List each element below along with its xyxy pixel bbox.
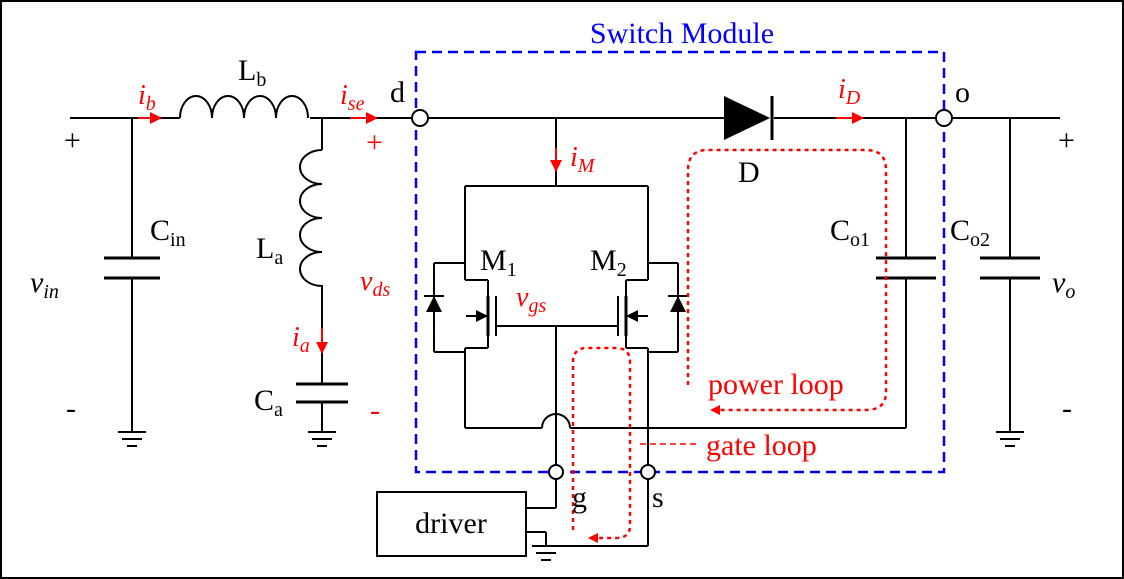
vds-plus-sign: + [366, 126, 383, 159]
terminals [411, 109, 953, 480]
gate-loop-label: gate loop [706, 429, 817, 462]
power-loop-path [686, 148, 888, 415]
mosfet-m1 [424, 262, 556, 353]
ground-co2 [996, 431, 1024, 447]
vds-minus-sign: - [370, 394, 380, 427]
lb-label: Lb [238, 54, 266, 91]
capacitor-cin [104, 256, 160, 280]
inductor-la [299, 149, 323, 300]
vds-label: vds [360, 266, 390, 301]
switch-module-border [414, 50, 946, 474]
ia-label: ia [292, 322, 310, 357]
diode-label: D [738, 156, 760, 189]
id-label: iD [838, 74, 861, 109]
vin-minus-sign: - [66, 392, 76, 425]
vgs-label: vgs [516, 282, 546, 317]
vo-plus-sign: + [1058, 124, 1075, 157]
node-o-terminal [935, 109, 953, 127]
ib-label: ib [138, 80, 156, 115]
ise-label: ise [340, 80, 365, 115]
ground-ca [308, 431, 336, 447]
gate-loop-path [571, 346, 632, 543]
m1-label: M1 [480, 244, 517, 281]
la-label: La [256, 232, 283, 269]
vin-label: vin [30, 266, 59, 303]
node-g-terminal [548, 464, 564, 480]
vo-minus-sign: - [1062, 392, 1072, 425]
ground-driver [532, 545, 560, 561]
node-g-label: g [572, 481, 587, 514]
capacitor-ca [296, 382, 348, 404]
inductor-lb [179, 95, 309, 119]
mosfet-m2 [556, 262, 688, 353]
ca-label: Ca [254, 384, 283, 421]
node-s-label: s [652, 481, 664, 514]
im-label: iM [570, 142, 596, 177]
diode-d [724, 96, 774, 140]
node-d-label: d [390, 76, 405, 109]
node-d-terminal [411, 109, 429, 127]
driver-box [376, 491, 527, 557]
wires [70, 117, 1060, 547]
node-o-label: o [955, 76, 970, 109]
capacitor-co2 [980, 256, 1040, 280]
co2-label: Co2 [950, 214, 990, 251]
power-loop-label: power loop [708, 368, 844, 401]
node-s-terminal [640, 464, 656, 480]
cin-label: Cin [150, 214, 186, 251]
m2-label: M2 [590, 244, 627, 281]
ground-cin [118, 431, 146, 447]
switch-module-label: Switch Module [590, 17, 774, 50]
vin-plus-sign: + [64, 124, 81, 157]
co1-label: Co1 [830, 214, 870, 251]
driver-label: driver [415, 507, 487, 540]
vo-label: vo [1052, 266, 1075, 303]
